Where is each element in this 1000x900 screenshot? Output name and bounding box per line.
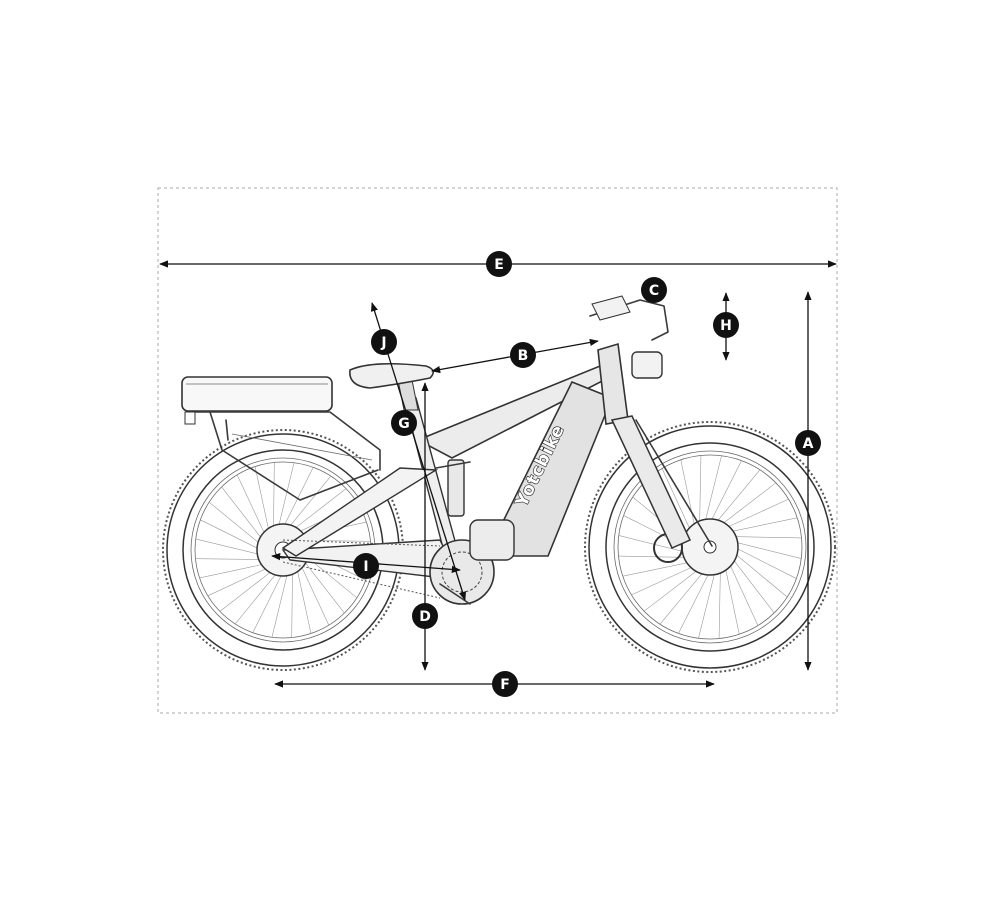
spoke — [221, 486, 264, 541]
label-i: I — [363, 559, 368, 575]
spoke — [208, 501, 262, 546]
spoke — [195, 538, 262, 556]
label-badge-g: G — [391, 410, 417, 436]
spoke — [709, 460, 742, 524]
spoke — [282, 467, 314, 529]
spoke — [678, 570, 711, 634]
label-c: C — [649, 283, 659, 299]
label-badge-h: H — [713, 312, 739, 338]
label-badge-f: F — [492, 671, 518, 697]
spoke — [733, 541, 802, 559]
label-d: D — [419, 609, 431, 625]
spoke — [277, 462, 295, 529]
spoke — [724, 565, 740, 635]
spoke — [733, 552, 788, 598]
bike-illustration: Yotcbike — [162, 295, 836, 673]
spoke — [631, 565, 696, 596]
spoke — [718, 568, 721, 639]
spoke — [699, 455, 702, 526]
label-badge-b: B — [510, 342, 536, 368]
spoke — [733, 546, 797, 579]
label-h: H — [720, 318, 732, 334]
frame — [281, 295, 713, 605]
spoke — [292, 488, 347, 531]
spoke — [715, 469, 761, 524]
spoke — [287, 475, 332, 529]
spoke — [724, 498, 789, 529]
spoke — [234, 571, 279, 625]
spoke — [199, 563, 266, 579]
spoke — [659, 570, 705, 625]
spoke — [219, 569, 274, 612]
spoke — [207, 566, 270, 597]
spoke — [236, 474, 267, 537]
spoke — [618, 555, 689, 558]
label-badge-i: I — [353, 553, 379, 579]
label-b: B — [518, 348, 529, 364]
spoke — [299, 563, 330, 626]
label-badge-a: A — [795, 430, 821, 456]
spoke — [271, 571, 289, 638]
label-f: F — [500, 677, 510, 693]
bounding-box — [157, 187, 838, 714]
spoke — [200, 519, 262, 551]
label-e: E — [494, 257, 504, 273]
spoke — [643, 568, 700, 612]
spoke — [720, 482, 777, 526]
rear-rack — [181, 376, 381, 501]
label-badge-c: C — [641, 277, 667, 303]
spoke — [195, 558, 264, 560]
spoke — [273, 462, 275, 531]
spoke — [704, 455, 722, 524]
label-badge-j: J — [371, 329, 397, 355]
spoke — [291, 569, 293, 638]
spoke — [252, 571, 284, 633]
spoke — [731, 536, 802, 539]
spoke — [622, 561, 692, 577]
label-badge-d: D — [412, 603, 438, 629]
spoke — [661, 468, 692, 533]
spoke — [731, 557, 775, 614]
spoke — [618, 535, 687, 553]
label-j: J — [380, 335, 386, 351]
spoke — [698, 570, 716, 639]
spoke — [680, 459, 696, 529]
label-a: A — [803, 436, 814, 452]
spoke — [728, 561, 759, 626]
label-g: G — [398, 416, 410, 432]
spoke — [728, 517, 798, 533]
spoke — [302, 559, 345, 614]
label-badge-e: E — [486, 251, 512, 277]
spoke — [296, 567, 312, 634]
spoke — [254, 466, 270, 533]
label-badges: E C H J B G A I — [353, 251, 821, 697]
front-wheel — [584, 421, 836, 673]
